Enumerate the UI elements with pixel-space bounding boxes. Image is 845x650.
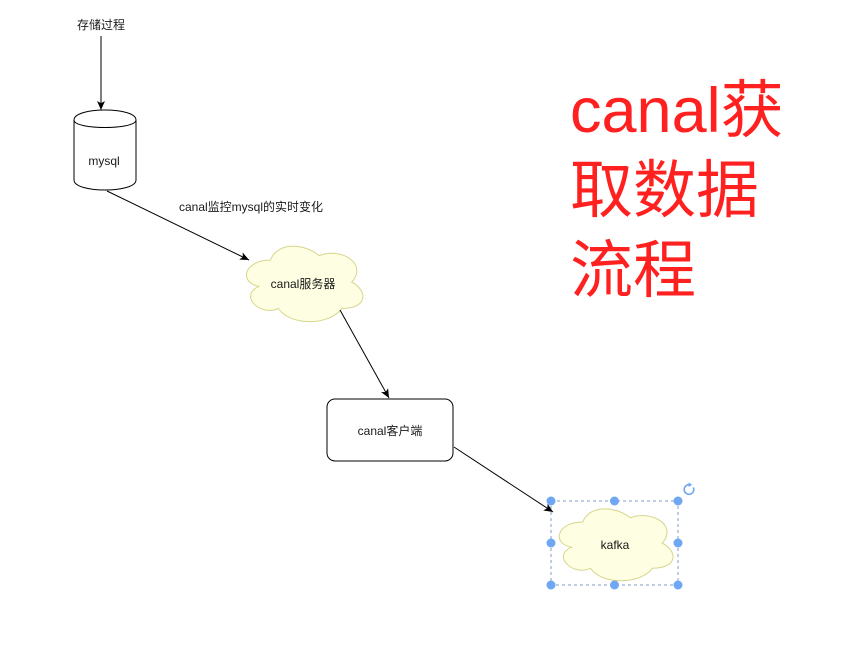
stored-procedure-label: 存储过程 [77, 17, 125, 32]
canal-server-cloud-shape [246, 245, 364, 323]
resize-handle-bottom[interactable] [610, 580, 619, 590]
resize-handle-right[interactable] [673, 538, 683, 548]
resize-handle-top-right[interactable] [673, 496, 683, 506]
kafka-label: kafka [601, 538, 630, 552]
canal-client-label: canal客户端 [358, 423, 423, 438]
title-text-box[interactable]: canal获 取数据 流程 [570, 76, 784, 306]
kafka-selection-overlay[interactable] [546, 482, 695, 590]
canal-server-label: canal服务器 [271, 276, 336, 291]
kafka-node[interactable]: kafka [558, 508, 674, 582]
mysql-node[interactable]: mysql [73, 109, 137, 191]
rotate-cw-icon[interactable] [683, 482, 695, 496]
edge-canal-server-to-canal-client[interactable] [339, 309, 390, 399]
resize-handle-bottom-left[interactable] [546, 580, 556, 590]
mysql-cylinder-rim [73, 119, 137, 128]
resize-handle-top-left[interactable] [546, 496, 556, 506]
canal-client-node[interactable]: canal客户端 [326, 398, 454, 462]
title-line-2: 取数据 [570, 156, 759, 226]
mysql-cylinder-body [73, 109, 137, 191]
title-line-3: 流程 [570, 236, 696, 306]
stored-procedure-node[interactable]: 存储过程 [77, 17, 125, 32]
title-line-1: canal获 [570, 76, 784, 146]
mysql-label: mysql [88, 154, 119, 168]
rotate-icon-arrowhead [688, 482, 692, 487]
rotate-icon-arc [683, 483, 695, 496]
canal-client-rect [326, 398, 454, 462]
kafka-cloud-shape [558, 508, 674, 582]
edge-mysql-to-canal-server[interactable] [106, 190, 250, 261]
edge-mysql-to-canal-server-label[interactable]: canal监控mysql的实时变化 [179, 199, 323, 214]
resize-handle-left[interactable] [546, 538, 556, 548]
canal-server-node[interactable]: canal服务器 [246, 245, 364, 323]
edge-canal-client-to-kafka[interactable] [453, 446, 554, 513]
resize-handle-bottom-right[interactable] [673, 580, 683, 590]
resize-handle-top[interactable] [610, 496, 619, 506]
